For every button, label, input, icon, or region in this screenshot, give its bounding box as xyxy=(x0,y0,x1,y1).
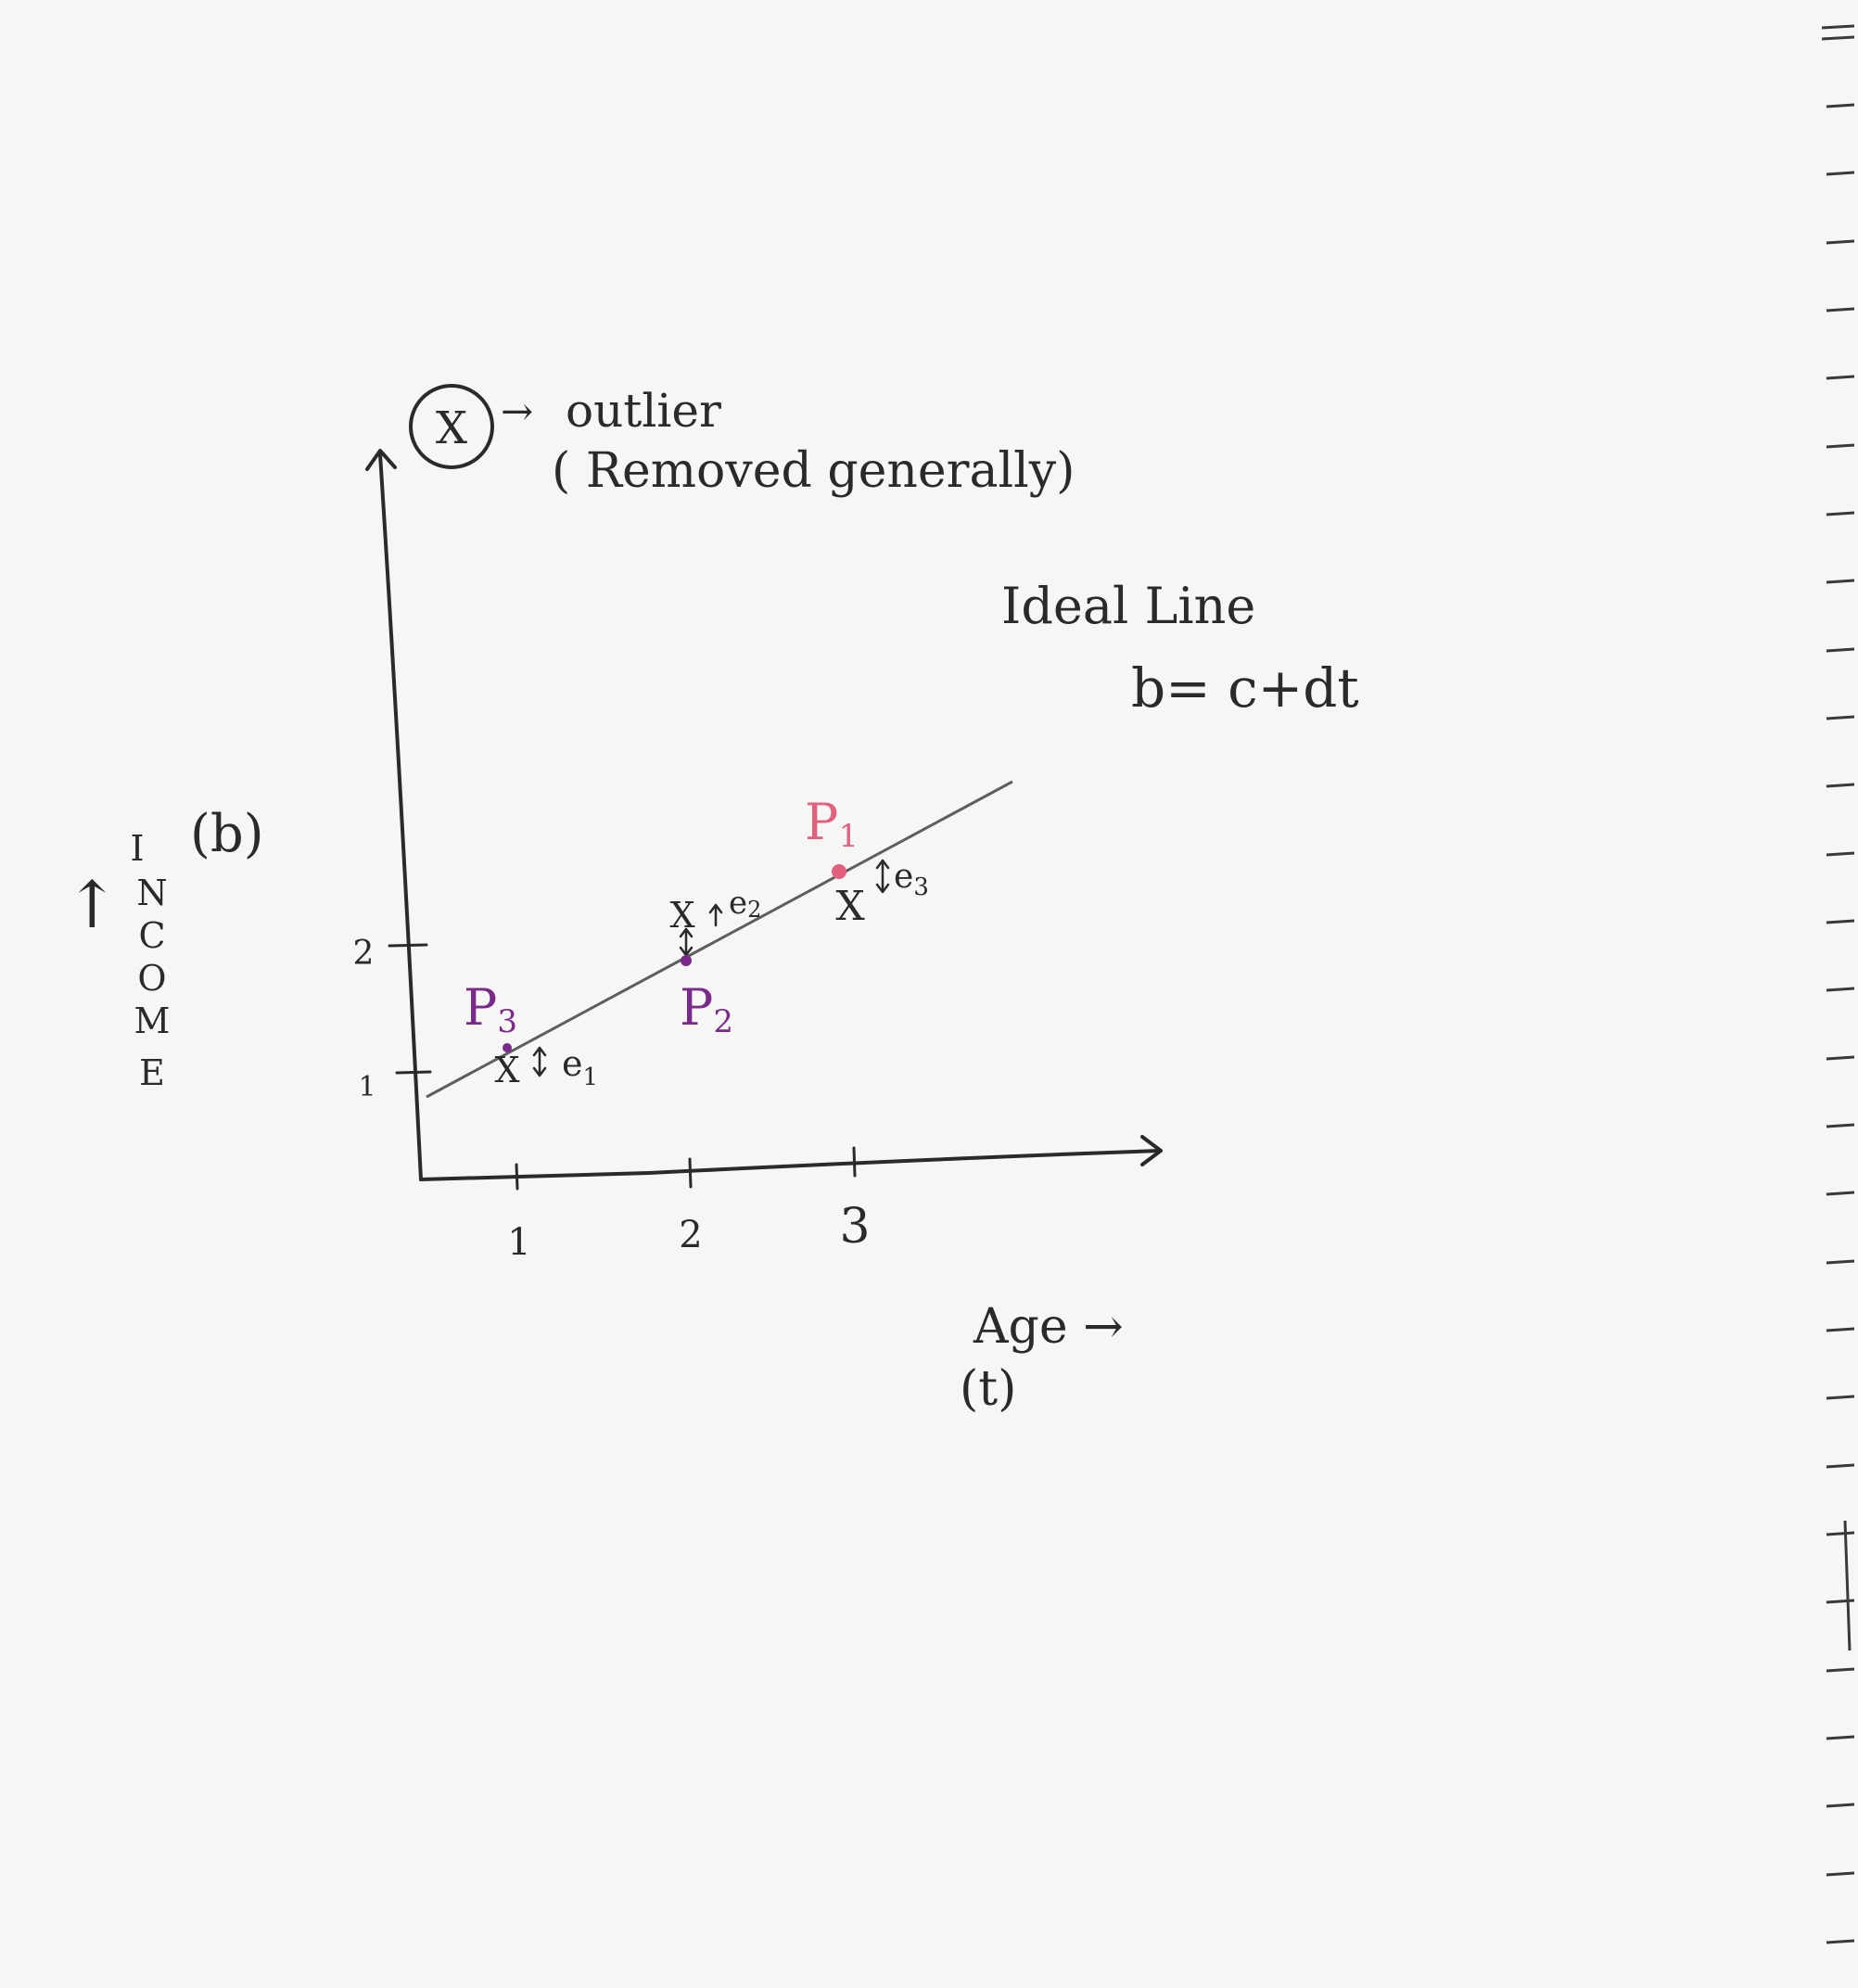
y-tick-label-1: 1 xyxy=(358,1071,375,1103)
error-arrow-2b xyxy=(708,903,723,927)
x-tick-2 xyxy=(688,1157,693,1189)
axes: 1 2 3 2 1 xyxy=(353,449,1163,1264)
point-p3 xyxy=(503,1043,512,1052)
page-margin-marks xyxy=(1821,24,1855,1944)
y-tick-label-2: 2 xyxy=(353,935,375,973)
outlier-note: ( Removed generally) xyxy=(552,443,1075,499)
y-label-letter-o: O xyxy=(137,958,166,999)
x-tick-label-2: 2 xyxy=(679,1214,702,1256)
y-label-letter-n: N xyxy=(136,873,167,913)
ideal-line-equation: b= c+dt xyxy=(1131,656,1359,720)
x-tick-3 xyxy=(852,1146,857,1178)
outlier-x-1: X xyxy=(494,1050,519,1090)
x-tick-label-3: 3 xyxy=(839,1199,870,1255)
outlier-legend: X → outlier ( Removed generally) xyxy=(409,384,1075,499)
error-label-2: e2 xyxy=(729,885,761,923)
x-tick-1 xyxy=(515,1163,519,1191)
y-axis-arrow: ↑ xyxy=(65,867,120,943)
point-p3-label: P3 xyxy=(464,978,517,1040)
y-axis xyxy=(378,452,423,1181)
x-tick-label-1: 1 xyxy=(507,1221,530,1264)
y-axis-arrowhead xyxy=(365,449,397,471)
y-variable: (b) xyxy=(190,804,264,864)
point-p2-label: P2 xyxy=(680,978,733,1040)
outlier-arrow: → xyxy=(501,389,533,434)
point-p1-group: P1 X e3 xyxy=(805,793,929,930)
ideal-line-title: Ideal Line xyxy=(1001,577,1255,635)
outlier-symbol: X xyxy=(436,402,467,454)
point-p3-group: P3 X e1 xyxy=(464,978,598,1091)
point-p1-label: P1 xyxy=(805,793,859,855)
error-arrow-1 xyxy=(532,1046,547,1077)
outlier-x-3: X xyxy=(835,883,865,930)
error-label-1: e1 xyxy=(562,1043,598,1091)
y-label-letter-c: C xyxy=(138,915,165,956)
x-variable: (t) xyxy=(960,1361,1016,1417)
outlier-x-2: X xyxy=(669,895,694,936)
point-p1 xyxy=(832,864,846,879)
error-arrow-3 xyxy=(875,859,890,894)
y-tick-1 xyxy=(395,1070,432,1075)
y-label-letter-i: I xyxy=(130,828,144,869)
y-label-letter-e: E xyxy=(139,1052,165,1093)
error-label-3: e3 xyxy=(894,858,929,901)
point-p2-group: X e2 P2 xyxy=(669,885,761,1040)
point-p2 xyxy=(681,955,692,966)
x-axis-label: Age → xyxy=(973,1299,1124,1355)
error-arrow-2 xyxy=(679,927,694,957)
ideal-line xyxy=(426,780,1013,1099)
outlier-circle xyxy=(409,384,494,469)
y-tick-2 xyxy=(388,943,428,948)
x-axis-arrowhead xyxy=(1140,1135,1163,1166)
x-axis xyxy=(419,1149,1161,1181)
y-label-letter-m: M xyxy=(134,1000,171,1041)
outlier-label: outlier xyxy=(566,384,721,438)
y-axis-label: ↑ I N C O M E (b) xyxy=(65,804,264,1093)
